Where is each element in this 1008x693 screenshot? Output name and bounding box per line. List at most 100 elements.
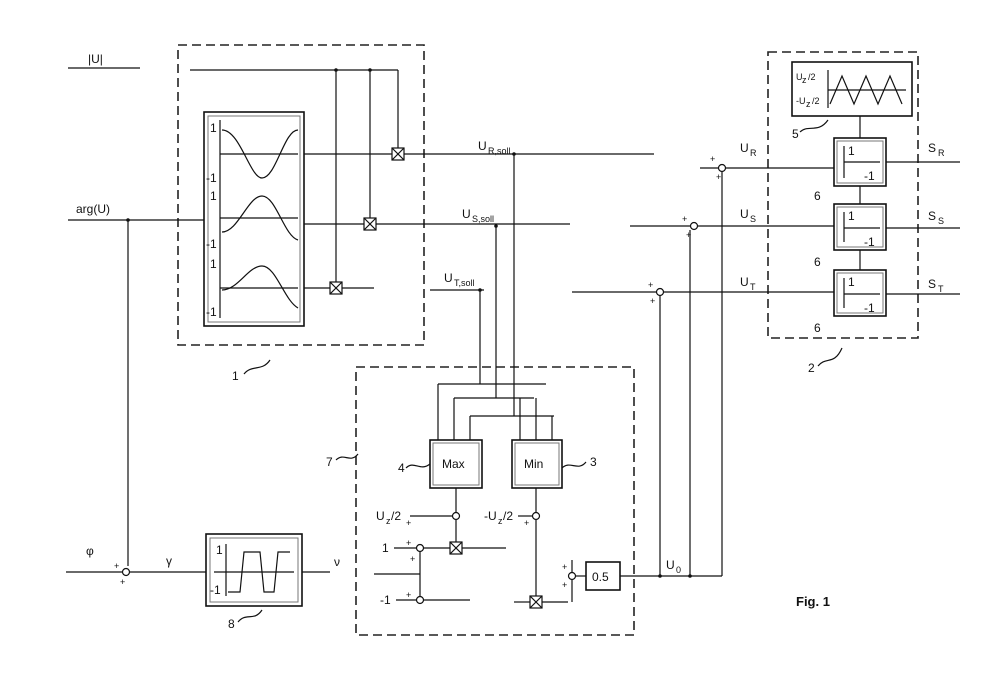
svg-text:T: T bbox=[750, 282, 756, 292]
svg-text:+: + bbox=[120, 577, 125, 587]
svg-text:z: z bbox=[806, 99, 811, 109]
svg-text:1: 1 bbox=[210, 121, 217, 135]
label-u-s-soll: U S,soll bbox=[462, 207, 494, 224]
label-u-t: U T bbox=[740, 275, 756, 292]
svg-text:+: + bbox=[562, 562, 567, 572]
svg-text:/2: /2 bbox=[391, 509, 401, 523]
ref-1: 1 bbox=[232, 369, 239, 383]
svg-text:+: + bbox=[650, 296, 655, 306]
svg-text:-1: -1 bbox=[864, 169, 875, 183]
label-u-r: U R bbox=[740, 141, 757, 158]
svg-text:T: T bbox=[938, 284, 944, 294]
svg-text:+: + bbox=[648, 280, 653, 290]
svg-text:S: S bbox=[750, 214, 756, 224]
ref-5: 5 bbox=[792, 127, 799, 141]
svg-text:S: S bbox=[938, 216, 944, 226]
svg-text:R: R bbox=[938, 148, 945, 158]
svg-text:1: 1 bbox=[210, 257, 217, 271]
ref-2: 2 bbox=[808, 361, 815, 375]
figure-label: Fig. 1 bbox=[796, 594, 830, 609]
svg-text:U: U bbox=[478, 139, 487, 153]
svg-text:γ: γ bbox=[166, 554, 172, 568]
svg-text:U: U bbox=[740, 141, 749, 155]
svg-text:Max: Max bbox=[442, 457, 465, 471]
svg-text:+: + bbox=[114, 561, 119, 571]
svg-text:U: U bbox=[740, 275, 749, 289]
svg-text:+: + bbox=[710, 154, 715, 164]
comparator-t: 1 -1 S T bbox=[834, 270, 960, 316]
multiplier-s bbox=[304, 218, 690, 230]
svg-text:/2: /2 bbox=[812, 96, 820, 106]
sine-generator-block: 1 -1 1 -1 1 -1 bbox=[204, 112, 304, 326]
svg-text:-1: -1 bbox=[210, 583, 221, 597]
svg-text:S,soll: S,soll bbox=[472, 214, 494, 224]
input-arg-u: arg(U) bbox=[68, 202, 204, 566]
svg-text:1: 1 bbox=[210, 189, 217, 203]
svg-text:1: 1 bbox=[848, 275, 855, 289]
ref-6a: 6 bbox=[814, 189, 821, 203]
sum-neg-one: -1 + bbox=[380, 590, 470, 607]
sum-r: + + bbox=[700, 154, 834, 182]
svg-text:S: S bbox=[928, 209, 936, 223]
svg-text:z: z bbox=[802, 75, 807, 85]
svg-text:+: + bbox=[562, 580, 567, 590]
svg-text:-U: -U bbox=[796, 96, 806, 106]
triangle-carrier-block: U z /2 -U z /2 bbox=[792, 62, 912, 116]
svg-text:-1: -1 bbox=[206, 305, 217, 319]
svg-text:φ: φ bbox=[86, 544, 94, 558]
svg-text:S: S bbox=[928, 277, 936, 291]
svg-text:-U: -U bbox=[484, 509, 497, 523]
pulse-block: 1 -1 ν bbox=[206, 534, 340, 606]
label-u-t-soll: U T,soll bbox=[444, 271, 475, 288]
svg-text:U: U bbox=[462, 207, 471, 221]
input-abs-u: |U| bbox=[68, 52, 140, 68]
half-gain-block: + + 0.5 bbox=[562, 560, 722, 602]
svg-text:U: U bbox=[376, 509, 385, 523]
svg-text:T,soll: T,soll bbox=[454, 278, 475, 288]
svg-text:/2: /2 bbox=[808, 72, 816, 82]
svg-text:S: S bbox=[928, 141, 936, 155]
svg-text:+: + bbox=[406, 518, 411, 528]
svg-text:+: + bbox=[410, 554, 415, 564]
svg-text:Min: Min bbox=[524, 457, 543, 471]
svg-text:U: U bbox=[444, 271, 453, 285]
svg-text:1: 1 bbox=[848, 144, 855, 158]
svg-text:1: 1 bbox=[382, 541, 389, 555]
svg-text:R: R bbox=[750, 148, 757, 158]
label-u-0: U 0 bbox=[666, 558, 681, 575]
min-block: Min bbox=[512, 440, 562, 488]
svg-text:1: 1 bbox=[848, 209, 855, 223]
svg-text:-1: -1 bbox=[864, 235, 875, 249]
ref-3: 3 bbox=[590, 455, 597, 469]
svg-text:-1: -1 bbox=[864, 301, 875, 315]
svg-text:+: + bbox=[406, 538, 411, 548]
svg-text:-1: -1 bbox=[206, 171, 217, 185]
block-7-outline bbox=[356, 367, 634, 635]
svg-text:+: + bbox=[682, 214, 687, 224]
ref-6c: 6 bbox=[814, 321, 821, 335]
svg-text:+: + bbox=[524, 518, 529, 528]
ref-4: 4 bbox=[398, 461, 405, 475]
svg-text:ν: ν bbox=[334, 555, 340, 569]
comparator-r: 1 -1 S R bbox=[834, 138, 960, 186]
comparator-s: 1 -1 S S bbox=[834, 204, 960, 250]
max-block: Max bbox=[430, 440, 482, 488]
svg-text:U: U bbox=[740, 207, 749, 221]
svg-text:+: + bbox=[716, 172, 721, 182]
svg-text:-1: -1 bbox=[380, 593, 391, 607]
sum-one: 1 + + bbox=[374, 538, 450, 596]
svg-text:|U|: |U| bbox=[88, 52, 103, 66]
ref-8: 8 bbox=[228, 617, 235, 631]
svg-text:+: + bbox=[406, 590, 411, 600]
svg-text:-1: -1 bbox=[206, 237, 217, 251]
input-phi: φ + + γ bbox=[66, 544, 206, 587]
ref-7: 7 bbox=[326, 455, 333, 469]
ref-6b: 6 bbox=[814, 255, 821, 269]
label-u-s: U S bbox=[740, 207, 756, 224]
svg-text:U: U bbox=[666, 558, 675, 572]
svg-text:1: 1 bbox=[216, 543, 223, 557]
svg-text:arg(U): arg(U) bbox=[76, 202, 110, 216]
svg-text:R,soll: R,soll bbox=[488, 146, 511, 156]
sum-s: + + bbox=[682, 214, 834, 240]
